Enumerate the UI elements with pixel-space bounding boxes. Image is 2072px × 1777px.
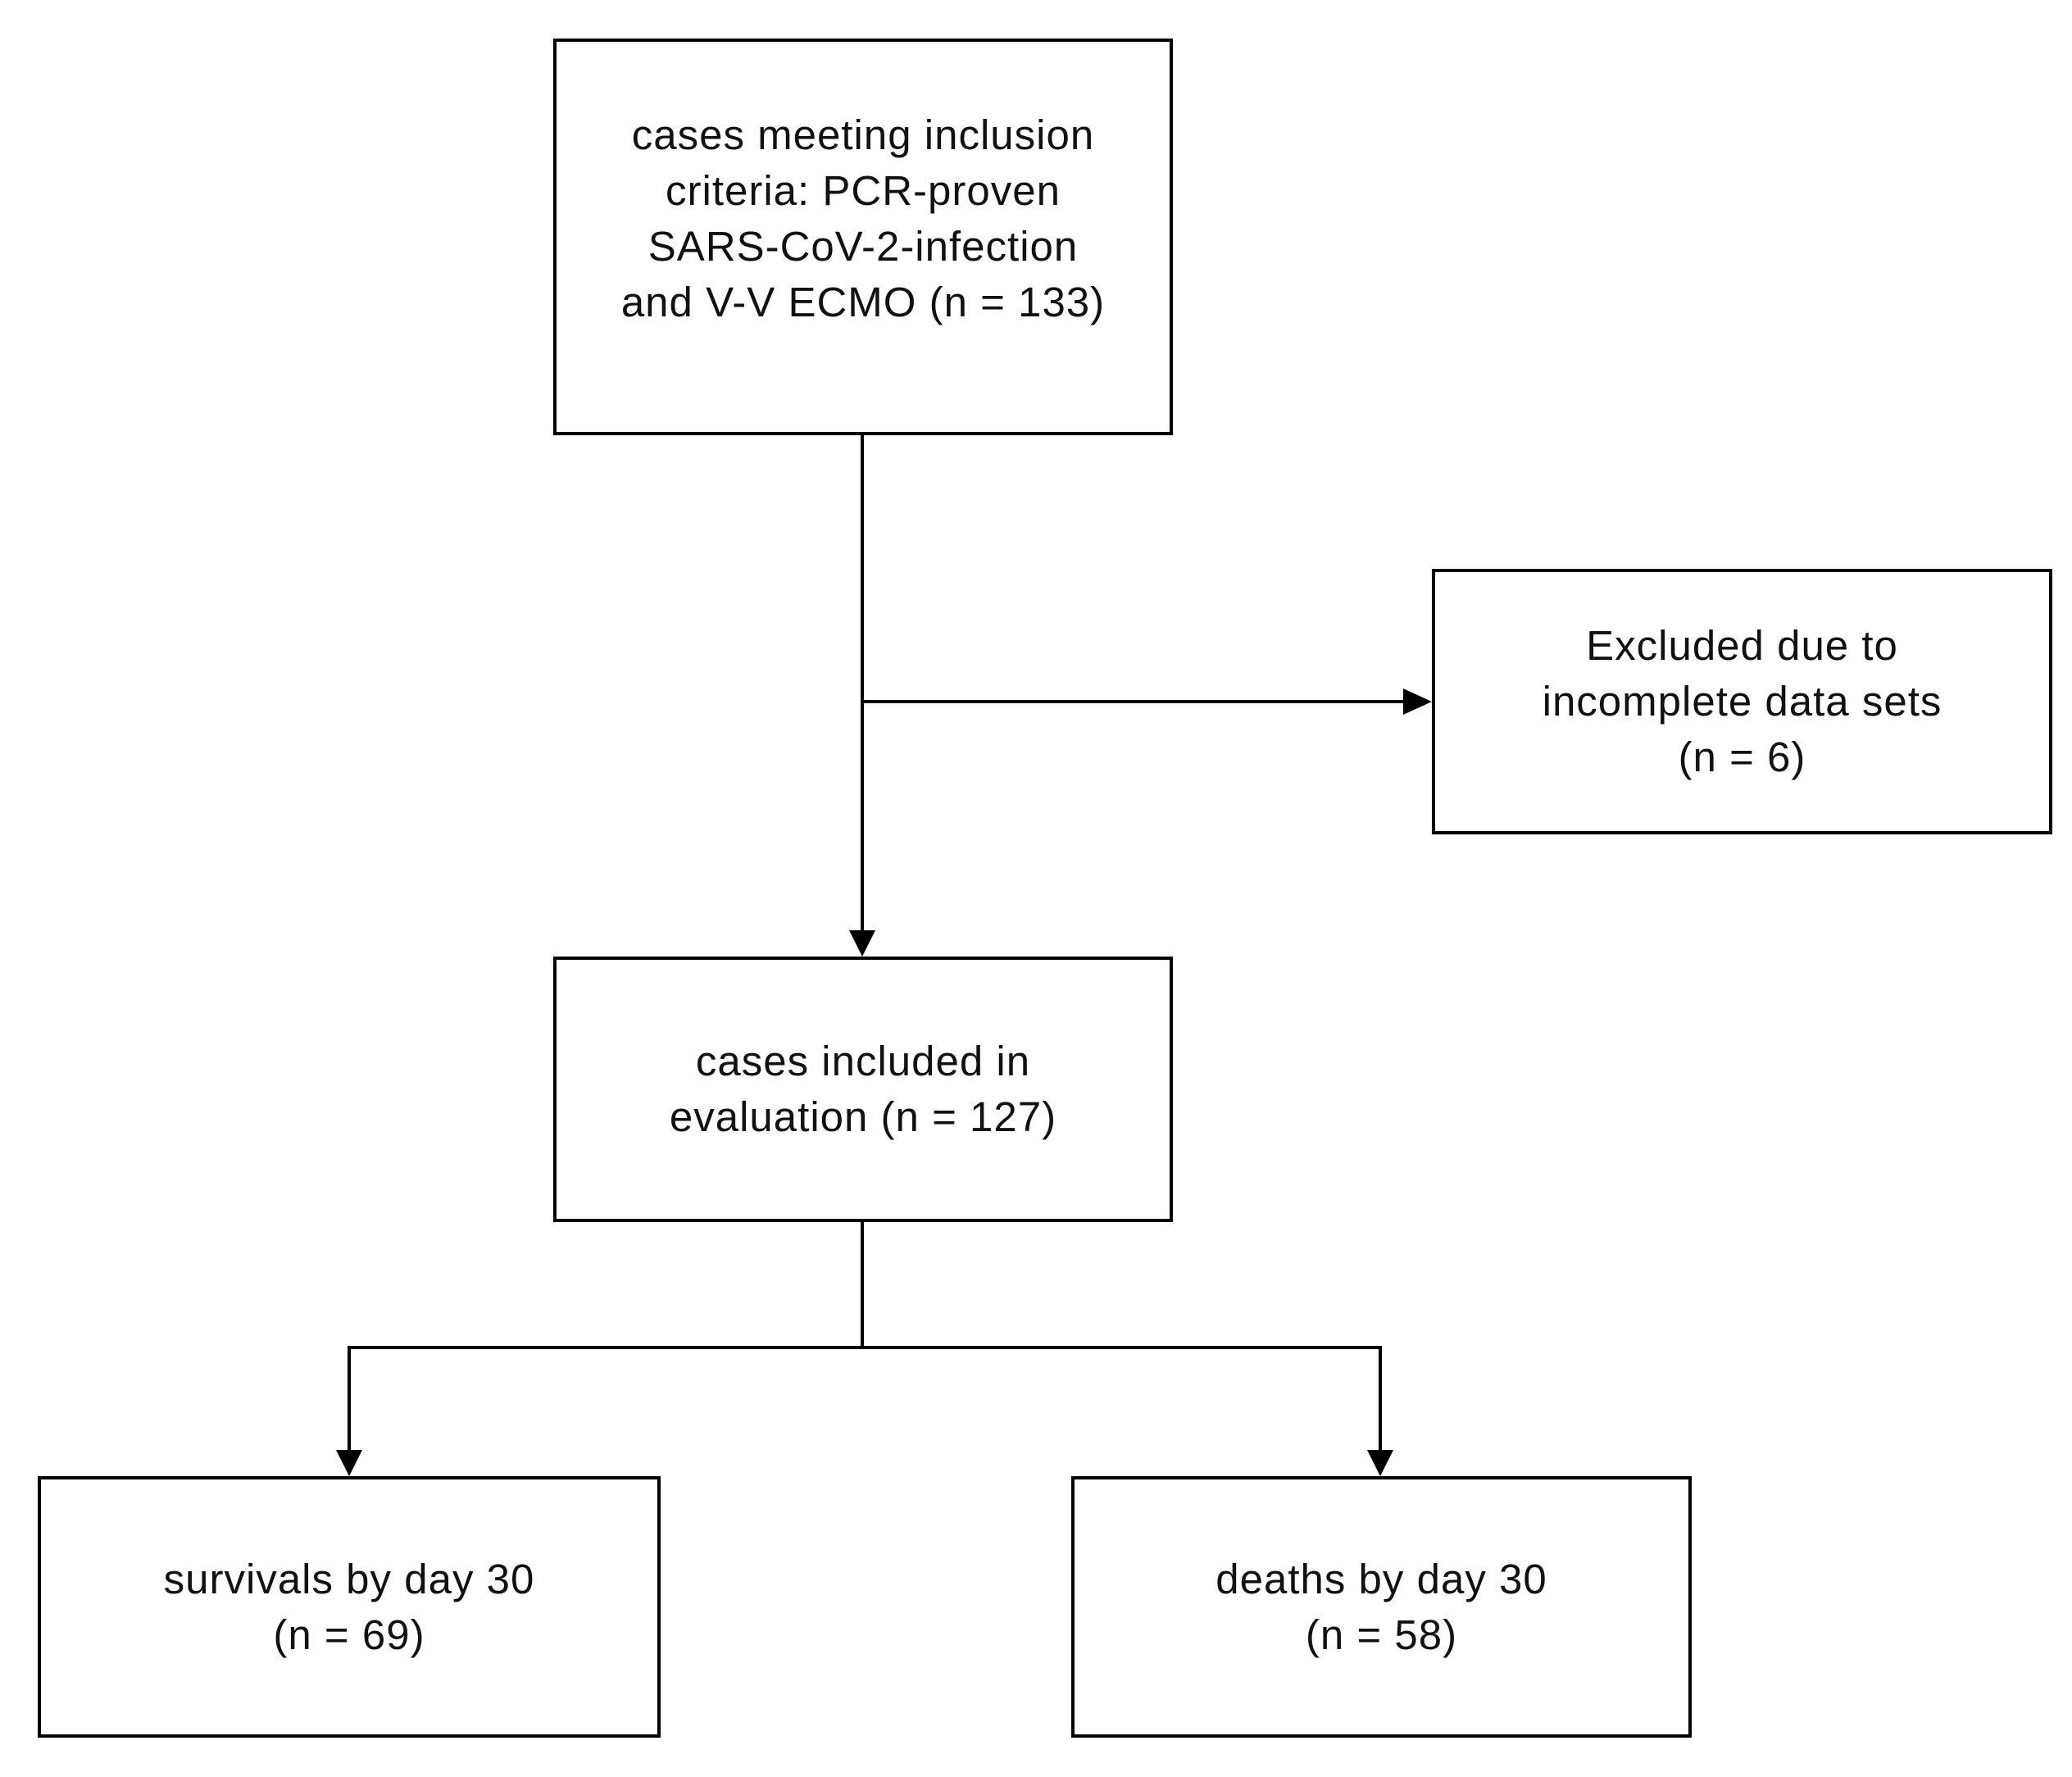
node-text-line: (n = 58) bbox=[1305, 1611, 1458, 1658]
node-text-line: evaluation (n = 127) bbox=[669, 1093, 1057, 1140]
node-text-line: SARS-CoV-2-infection bbox=[648, 222, 1079, 270]
node-text-line: criteria: PCR-proven bbox=[666, 166, 1061, 214]
node-included-in-evaluation: cases included in evaluation (n = 127) bbox=[553, 957, 1173, 1222]
node-text-line: cases meeting inclusion bbox=[631, 111, 1095, 158]
node-excluded: Excluded due to incomplete data sets (n … bbox=[1432, 569, 2052, 834]
node-inclusion-criteria: cases meeting inclusion criteria: PCR-pr… bbox=[553, 39, 1173, 435]
node-text-line: deaths by day 30 bbox=[1215, 1555, 1547, 1602]
node-text-line: incomplete data sets bbox=[1542, 678, 1942, 725]
arrowhead-deaths bbox=[1367, 1450, 1393, 1476]
arrowhead-evaluation bbox=[849, 930, 875, 957]
node-deaths: deaths by day 30 (n = 58) bbox=[1071, 1476, 1692, 1738]
node-text-line: Excluded due to bbox=[1586, 622, 1898, 669]
node-text-line: (n = 69) bbox=[273, 1611, 425, 1658]
node-survivals: survivals by day 30 (n = 69) bbox=[38, 1476, 661, 1738]
node-text-line: cases included in bbox=[695, 1038, 1031, 1084]
arrowhead-excluded bbox=[1403, 689, 1432, 715]
node-text-line: (n = 6) bbox=[1678, 734, 1806, 780]
arrowhead-survivals bbox=[336, 1450, 362, 1476]
node-text-line: survivals by day 30 bbox=[163, 1555, 535, 1602]
node-text-line: and V-V ECMO (n = 133) bbox=[620, 278, 1106, 325]
